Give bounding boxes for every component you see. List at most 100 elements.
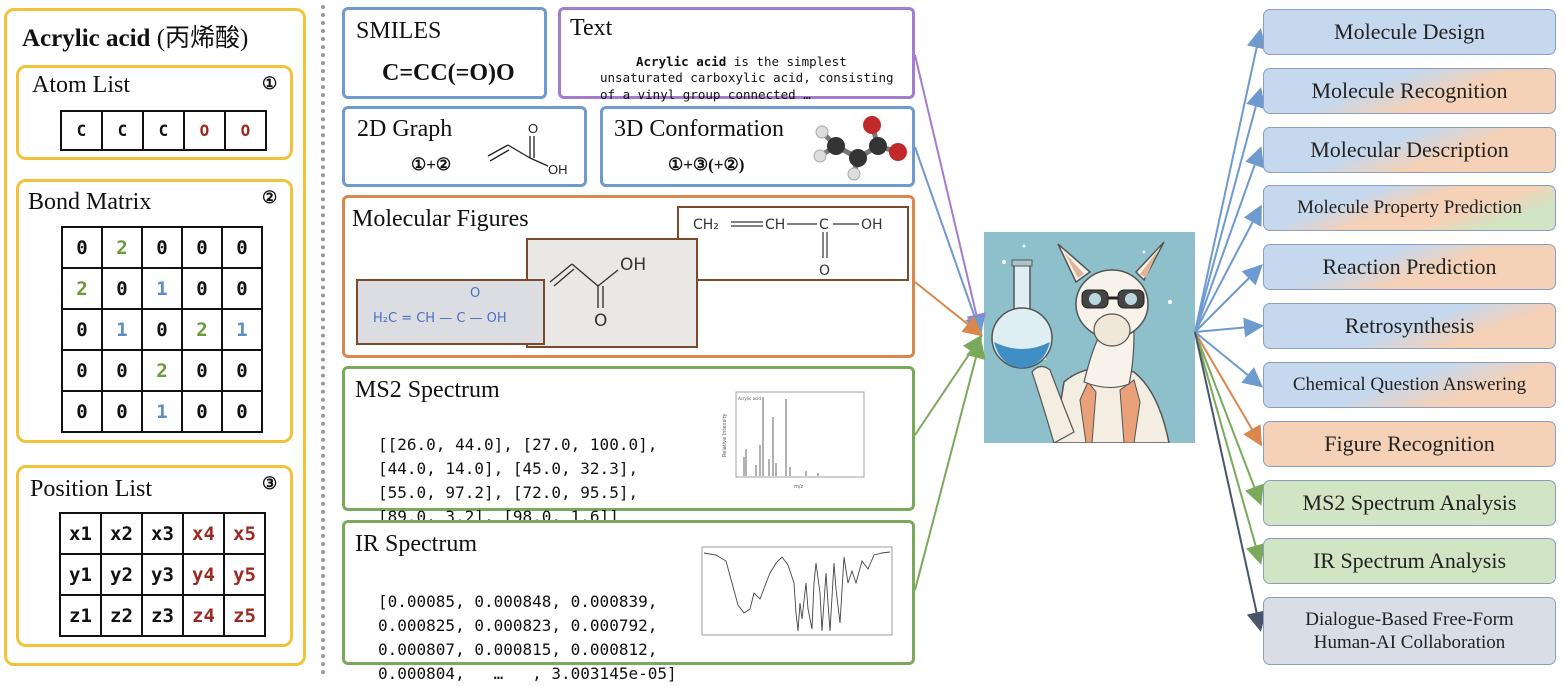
bond-cell: 0 [181, 267, 223, 310]
task-label: MS2 Spectrum Analysis [1302, 490, 1517, 515]
bond-cell: 0 [61, 308, 103, 351]
bond-cell: 1 [101, 308, 143, 351]
graph2d-atom-oh: OH [548, 162, 568, 177]
position-cell: x4 [182, 512, 225, 555]
position-cell: x2 [100, 512, 143, 555]
bond-cell: 0 [181, 226, 223, 269]
task-retrosynthesis: Retrosynthesis [1263, 303, 1556, 349]
bond-cell: 0 [101, 349, 143, 392]
task-figure-recognition: Figure Recognition [1263, 421, 1556, 467]
ms2-line-1: [[26.0, 44.0], [27.0, 100.0], [378, 435, 658, 454]
atom-cell: C [101, 110, 144, 151]
printed-ch: CH [765, 217, 785, 233]
ir-line-4: 0.000804, … , 3.003145e-05] [378, 664, 677, 683]
bond-cell: 0 [101, 267, 143, 310]
bond-cell: 0 [101, 390, 143, 433]
conf3d-formula: ①+③(+②) [668, 155, 745, 174]
ms2-line-3: [55.0, 97.2], [72.0, 95.5], [378, 483, 639, 502]
figures-title: Molecular Figures [352, 206, 529, 232]
printed-ch2: CH₂ [693, 217, 719, 233]
bond-cell: 2 [101, 226, 143, 269]
bond-cell: 1 [221, 308, 263, 351]
bond-cell: 1 [141, 267, 183, 310]
text-line3: of a vinyl group connected … [600, 86, 811, 102]
atom-cell: O [183, 110, 226, 151]
bond-cell: 0 [141, 308, 183, 351]
position-cell: z2 [100, 594, 143, 637]
ms2-thumbnail-plot: Acrylic acid Relative Intensity m/z [722, 391, 865, 490]
atom-list-box [16, 65, 293, 160]
ms2-line-2: [44.0, 14.0], [45.0, 32.3], [378, 459, 639, 478]
ir-line-3: 0.000807, 0.000815, 0.000812, [378, 640, 658, 659]
bond-cell: 0 [221, 390, 263, 433]
hand2-o: O [470, 286, 481, 301]
molecule-chinese-name: (丙烯酸) [156, 25, 249, 52]
bond-cell: 0 [221, 267, 263, 310]
atom-list-title: Atom List [32, 72, 131, 98]
conf3d-title: 3D Conformation [614, 116, 784, 142]
text-line1: is the simplest [726, 53, 847, 69]
position-cell: z5 [223, 594, 266, 637]
hand1-o: O [594, 311, 607, 331]
task-molecule-design: Molecule Design [1263, 9, 1556, 55]
skeletal-formula-2d: O OH [487, 121, 568, 177]
handwritten-structure-1: OH O [549, 255, 646, 331]
position-list-box [16, 465, 293, 647]
handwritten-figure-card-2 [356, 279, 545, 345]
llama-scientist-illustration [984, 232, 1195, 443]
text-bold-name: Acrylic acid [636, 53, 727, 69]
conf3d-box [600, 106, 915, 187]
graph2d-atom-o: O [528, 121, 538, 136]
printed-o: O [819, 263, 830, 279]
task-dialogue-collaboration: Dialogue-Based Free-Form Human-AI Collab… [1263, 597, 1556, 665]
text-title: Text [570, 15, 613, 41]
task-ms2-analysis: MS2 Spectrum Analysis [1263, 480, 1556, 526]
task-label: Molecule Design [1334, 19, 1485, 44]
task-label: Chemical Question Answering [1292, 374, 1527, 395]
task-chemical-qa: Chemical Question Answering [1263, 362, 1556, 408]
smiles-value: C=CC(=O)O [382, 60, 515, 86]
task-label: Molecule Recognition [1311, 78, 1508, 103]
task-label: IR Spectrum Analysis [1312, 548, 1507, 573]
position-cell: y5 [223, 553, 266, 596]
position-cell: z4 [182, 594, 225, 637]
hand2-text: H₂C = CH — C — OH [373, 311, 507, 326]
task-label: Reaction Prediction [1322, 254, 1497, 279]
task-molecule-recognition: Molecule Recognition [1263, 68, 1556, 114]
graph2d-formula: ①+② [411, 155, 452, 174]
bond-cell: 0 [181, 390, 223, 433]
position-list-marker: ③ [262, 474, 278, 493]
position-cell: x5 [223, 512, 266, 555]
task-property-prediction: Molecule Property Prediction [1263, 185, 1556, 231]
bond-cell: 2 [181, 308, 223, 351]
molecule-name: Acrylic acid [22, 25, 151, 52]
ms2-data: [[26.0, 44.0], [27.0, 100.0], [44.0, 14.0… [378, 409, 657, 529]
position-cell: z1 [59, 594, 102, 637]
smiles-title: SMILES [356, 18, 442, 44]
ms2-box [342, 366, 915, 511]
bond-matrix-box [16, 179, 293, 443]
bond-matrix-marker: ② [262, 188, 278, 207]
ms2-plot-xlabel: m/z [794, 484, 804, 490]
task-label: Retrosynthesis [1344, 313, 1475, 338]
task-label-line1: Dialogue-Based Free-Form [1305, 609, 1514, 630]
position-list-title: Position List [30, 476, 153, 502]
task-ir-analysis: IR Spectrum Analysis [1263, 538, 1556, 584]
bond-cell: 2 [61, 267, 103, 310]
bond-cell: 0 [221, 349, 263, 392]
molecule-panel [4, 8, 306, 666]
atom-cell: C [60, 110, 103, 151]
task-label-line2: Human-AI Collaboration [1313, 632, 1506, 653]
task-label: Molecule Property Prediction [1297, 197, 1522, 218]
graph2d-box [342, 106, 587, 187]
ir-line-2: 0.000825, 0.000823, 0.000792, [378, 616, 658, 635]
hand1-oh: OH [620, 255, 646, 275]
